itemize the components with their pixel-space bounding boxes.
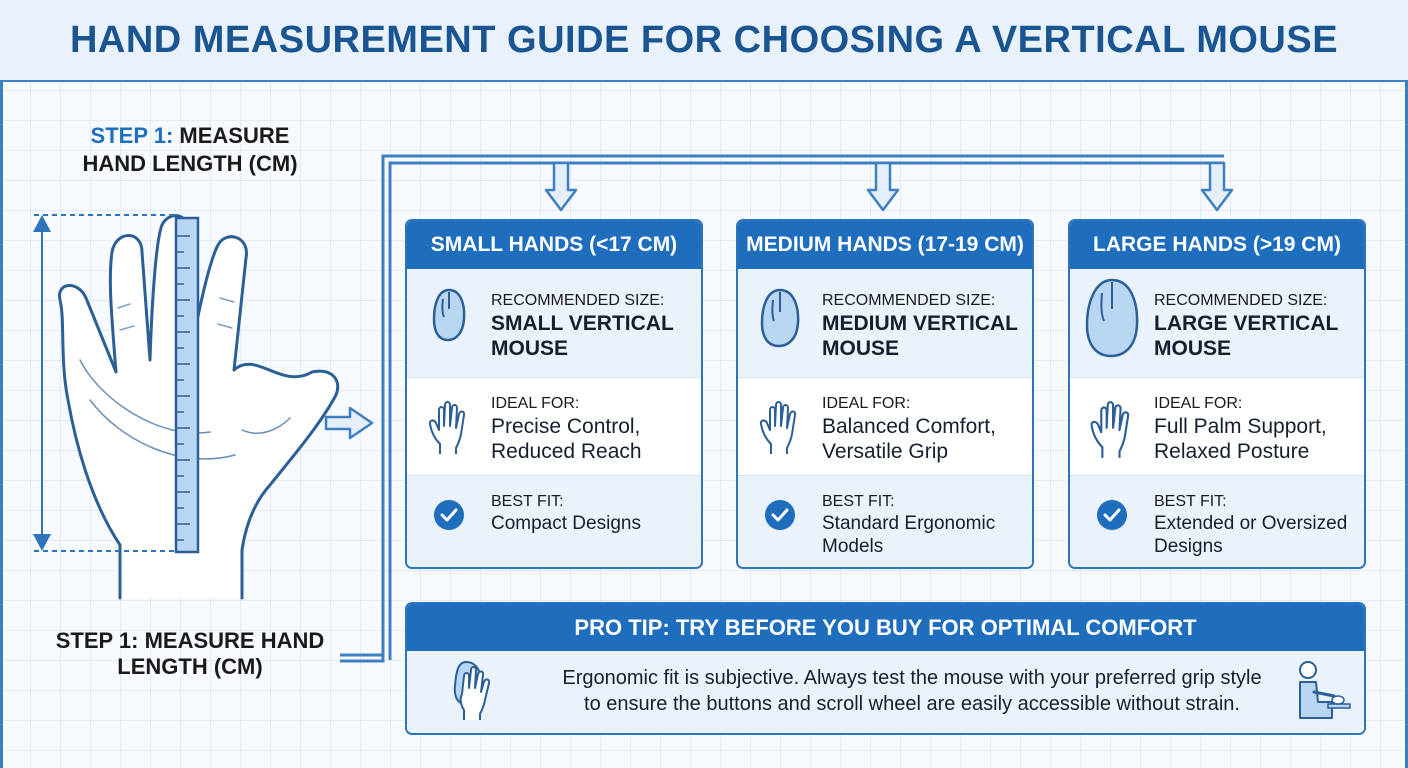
- ideal-value-line2: Relaxed Posture: [1154, 440, 1310, 463]
- rec-label: RECOMMENDED SIZE:: [1154, 292, 1328, 309]
- rec-value-line2: MOUSE: [491, 337, 569, 360]
- best-value-line1: Extended or Oversized: [1154, 513, 1348, 534]
- best-value-line1: Compact Designs: [491, 513, 641, 534]
- best-label: BEST FIT:: [491, 493, 564, 510]
- check-circle-icon: [765, 500, 795, 530]
- best-fit-row: BEST FIT: Standard Ergonomic Models: [738, 475, 1032, 567]
- recommended-size-row: RECOMMENDED SIZE: SMALL VERTICAL MOUSE: [407, 269, 701, 377]
- best-value-line1: Standard Ergonomic: [822, 513, 996, 534]
- title-bar: HAND MEASUREMENT GUIDE FOR CHOOSING A VE…: [0, 0, 1408, 82]
- pro-tip-panel: PRO TIP: TRY BEFORE YOU BUY FOR OPTIMAL …: [405, 602, 1366, 735]
- page-title: HAND MEASUREMENT GUIDE FOR CHOOSING A VE…: [69, 18, 1339, 61]
- recommended-size-row: RECOMMENDED SIZE: MEDIUM VERTICAL MOUSE: [738, 269, 1032, 377]
- ideal-value-line1: Balanced Comfort,: [822, 415, 996, 438]
- step-1-line1-rest: MEASURE: [179, 123, 290, 148]
- step-1-bottom-line1: STEP 1: MEASURE HAND: [55, 628, 325, 653]
- ideal-label: IDEAL FOR:: [822, 395, 911, 412]
- pro-tip-line2: to ensure the buttons and scroll wheel a…: [584, 693, 1240, 715]
- open-hand-icon: [759, 401, 797, 454]
- ideal-value-line1: Full Palm Support,: [1154, 415, 1327, 438]
- best-label: BEST FIT:: [1154, 493, 1227, 510]
- best-value-line2: Designs: [1154, 536, 1223, 557]
- vertical-mouse-icon: [432, 288, 466, 342]
- rec-label: RECOMMENDED SIZE:: [822, 292, 996, 309]
- card-header: LARGE HANDS (>19 CM): [1070, 221, 1364, 269]
- best-fit-row: BEST FIT: Compact Designs: [407, 475, 701, 567]
- step-1-accent: STEP 1:: [90, 123, 174, 148]
- hand-on-mouse-icon: [453, 660, 491, 720]
- ideal-for-row: IDEAL FOR: Balanced Comfort, Versatile G…: [738, 377, 1032, 475]
- frame-border-right: [1405, 82, 1408, 768]
- frame-border-left: [0, 82, 3, 768]
- ideal-value-line2: Reduced Reach: [491, 440, 642, 463]
- ideal-for-row: IDEAL FOR: Precise Control, Reduced Reac…: [407, 377, 701, 475]
- card-medium-hands: MEDIUM HANDS (17-19 CM) RECOMMENDED SIZE…: [736, 219, 1034, 569]
- seated-person-at-desk-icon: [1299, 661, 1351, 719]
- open-hand-icon: [428, 401, 466, 454]
- vertical-mouse-icon: [1085, 278, 1139, 358]
- card-header: MEDIUM HANDS (17-19 CM): [738, 221, 1032, 269]
- hand-with-ruler-icon: [33, 214, 340, 600]
- card-large-hands: LARGE HANDS (>19 CM) RECOMMENDED SIZE: L…: [1068, 219, 1366, 569]
- rec-value-line1: MEDIUM VERTICAL: [822, 312, 1018, 335]
- open-hand-icon: [1090, 401, 1130, 458]
- recommended-size-row: RECOMMENDED SIZE: LARGE VERTICAL MOUSE: [1070, 269, 1364, 377]
- card-header: SMALL HANDS (<17 CM): [407, 221, 701, 269]
- step-1-line2: HAND LENGTH (CM): [82, 151, 298, 176]
- ideal-for-row: IDEAL FOR: Full Palm Support, Relaxed Po…: [1070, 377, 1364, 475]
- rec-value-line2: MOUSE: [822, 337, 900, 360]
- pro-tip-header: PRO TIP: TRY BEFORE YOU BUY FOR OPTIMAL …: [407, 604, 1364, 651]
- rec-value-line1: SMALL VERTICAL: [491, 312, 674, 335]
- ideal-label: IDEAL FOR:: [491, 395, 580, 412]
- step-1-bottom-line2: LENGTH (CM): [117, 654, 263, 679]
- pro-tip-text: Ergonomic fit is subjective. Always test…: [512, 665, 1312, 717]
- card-small-hands: SMALL HANDS (<17 CM) RECOMMENDED SIZE: S…: [405, 219, 703, 569]
- best-label: BEST FIT:: [822, 493, 895, 510]
- vertical-mouse-icon: [760, 288, 800, 348]
- pro-tip-body: Ergonomic fit is subjective. Always test…: [407, 651, 1364, 733]
- step-1-heading-bottom: STEP 1: MEASURE HAND LENGTH (CM): [40, 628, 340, 680]
- ideal-value-line1: Precise Control,: [491, 415, 641, 438]
- best-fit-row: BEST FIT: Extended or Oversized Designs: [1070, 475, 1364, 567]
- ideal-value-line2: Versatile Grip: [822, 440, 949, 463]
- pro-tip-line1: Ergonomic fit is subjective. Always test…: [562, 667, 1262, 689]
- ideal-label: IDEAL FOR:: [1154, 395, 1243, 412]
- check-circle-icon: [1097, 500, 1127, 530]
- rec-label: RECOMMENDED SIZE:: [491, 292, 665, 309]
- best-value-line2: Models: [822, 536, 884, 557]
- check-circle-icon: [434, 500, 464, 530]
- rec-value-line1: LARGE VERTICAL: [1154, 312, 1339, 335]
- rec-value-line2: MOUSE: [1154, 337, 1232, 360]
- step-1-heading-top: STEP 1: MEASURE HAND LENGTH (CM): [40, 122, 340, 178]
